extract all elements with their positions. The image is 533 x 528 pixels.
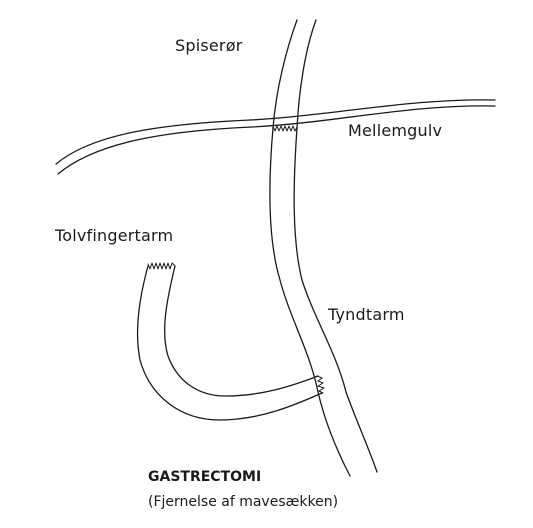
caption-subtitle: (Fjernelse af mavesækken): [148, 494, 339, 510]
esophagus-left-wall: [269, 19, 351, 477]
small-intestine-label: Tyndtarm: [328, 305, 405, 324]
duodenum-inner-wall: [164, 265, 319, 397]
esophagus-label: Spiserør: [175, 36, 243, 55]
suture-anastomosis: [316, 375, 325, 394]
duodenum-label: Tolvfingertarm: [55, 226, 174, 245]
suture-duodenal-stump: [147, 262, 176, 270]
caption-title: GASTRECTOMI: [148, 469, 262, 485]
esophagus-right-wall: [293, 19, 378, 473]
suture-esophagus-junction: [272, 125, 298, 132]
diaphragm-lower-line: [57, 105, 496, 175]
diaphragm-label: Mellemgulv: [348, 121, 443, 140]
duodenum-outer-wall: [136, 265, 323, 421]
diaphragm-upper-line: [55, 99, 496, 165]
